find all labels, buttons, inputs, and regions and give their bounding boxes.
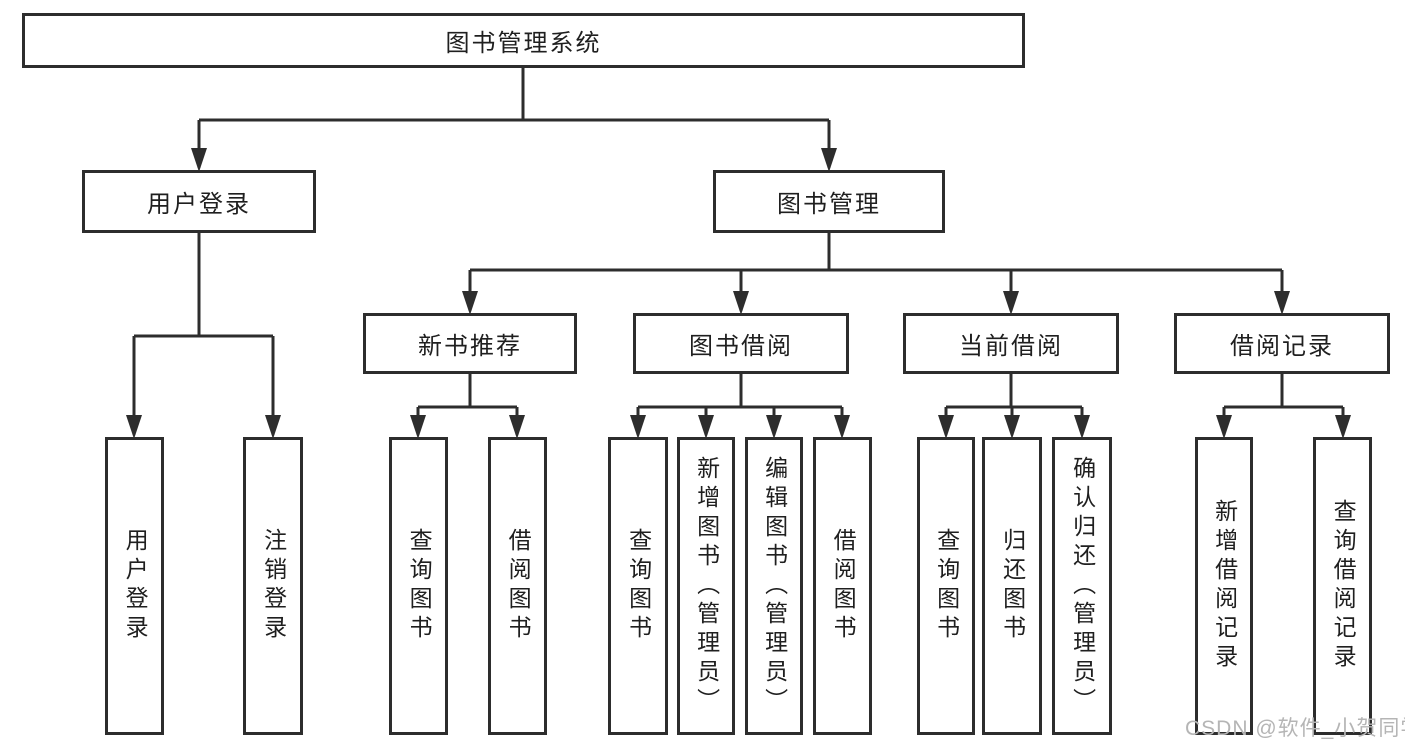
- leaf-user-login: 用户登录: [105, 437, 164, 735]
- csdn-watermark: CSDN @软件_小贺同学: [1185, 717, 1405, 740]
- node-current-borrowing-label: 当前借阅: [959, 333, 1063, 360]
- leaf-borrow-books-borrowing-label: 借阅图书: [830, 528, 857, 644]
- leaf-confirm-return-admin: 确认归还（管理员）: [1052, 437, 1112, 735]
- leaf-query-books-borrowing: 查询图书: [608, 437, 668, 735]
- node-book-management: 图书管理: [713, 170, 945, 233]
- leaf-edit-books-admin: 编辑图书（管理员）: [745, 437, 803, 735]
- leaf-user-login-label: 用户登录: [122, 528, 149, 644]
- leaf-confirm-return-admin-label: 确认归还（管理员）: [1069, 455, 1096, 717]
- node-new-book-recommendation: 新书推荐: [363, 313, 577, 374]
- node-borrowing-records: 借阅记录: [1174, 313, 1390, 374]
- node-root: 图书管理系统: [22, 13, 1025, 68]
- leaf-query-books-newbook-label: 查询图书: [406, 528, 433, 644]
- node-borrowing-records-label: 借阅记录: [1230, 333, 1334, 360]
- node-book-borrowing: 图书借阅: [633, 313, 849, 374]
- leaf-logout-login-label: 注销登录: [260, 528, 287, 644]
- node-root-label: 图书管理系统: [445, 30, 602, 57]
- node-user-login-label: 用户登录: [147, 191, 251, 218]
- leaf-query-borrow-record: 查询借阅记录: [1313, 437, 1372, 735]
- leaf-add-borrow-record: 新增借阅记录: [1195, 437, 1253, 735]
- leaf-edit-books-admin-label: 编辑图书（管理员）: [761, 455, 788, 717]
- leaf-add-books-admin: 新增图书（管理员）: [677, 437, 735, 735]
- leaf-query-books-borrowing-label: 查询图书: [625, 528, 652, 644]
- leaf-borrow-books-newbook: 借阅图书: [488, 437, 547, 735]
- node-current-borrowing: 当前借阅: [903, 313, 1119, 374]
- leaf-query-books-current-label: 查询图书: [933, 528, 960, 644]
- arrow-down-icons: [126, 148, 1351, 439]
- leaf-add-borrow-record-label: 新增借阅记录: [1211, 499, 1238, 673]
- node-user-login: 用户登录: [82, 170, 316, 233]
- node-book-borrowing-label: 图书借阅: [689, 333, 793, 360]
- node-new-book-recommendation-label: 新书推荐: [418, 333, 522, 360]
- leaf-query-books-current: 查询图书: [917, 437, 975, 735]
- leaf-return-books-label: 归还图书: [999, 528, 1026, 644]
- leaf-logout-login: 注销登录: [243, 437, 303, 735]
- leaf-query-borrow-record-label: 查询借阅记录: [1330, 499, 1357, 673]
- leaf-borrow-books-borrowing: 借阅图书: [813, 437, 872, 735]
- connector-lines: [132, 68, 1345, 435]
- leaf-add-books-admin-label: 新增图书（管理员）: [693, 455, 720, 717]
- leaf-return-books: 归还图书: [982, 437, 1042, 735]
- leaf-query-books-newbook: 查询图书: [389, 437, 448, 735]
- node-book-management-label: 图书管理: [777, 191, 881, 218]
- leaf-borrow-books-newbook-label: 借阅图书: [505, 528, 532, 644]
